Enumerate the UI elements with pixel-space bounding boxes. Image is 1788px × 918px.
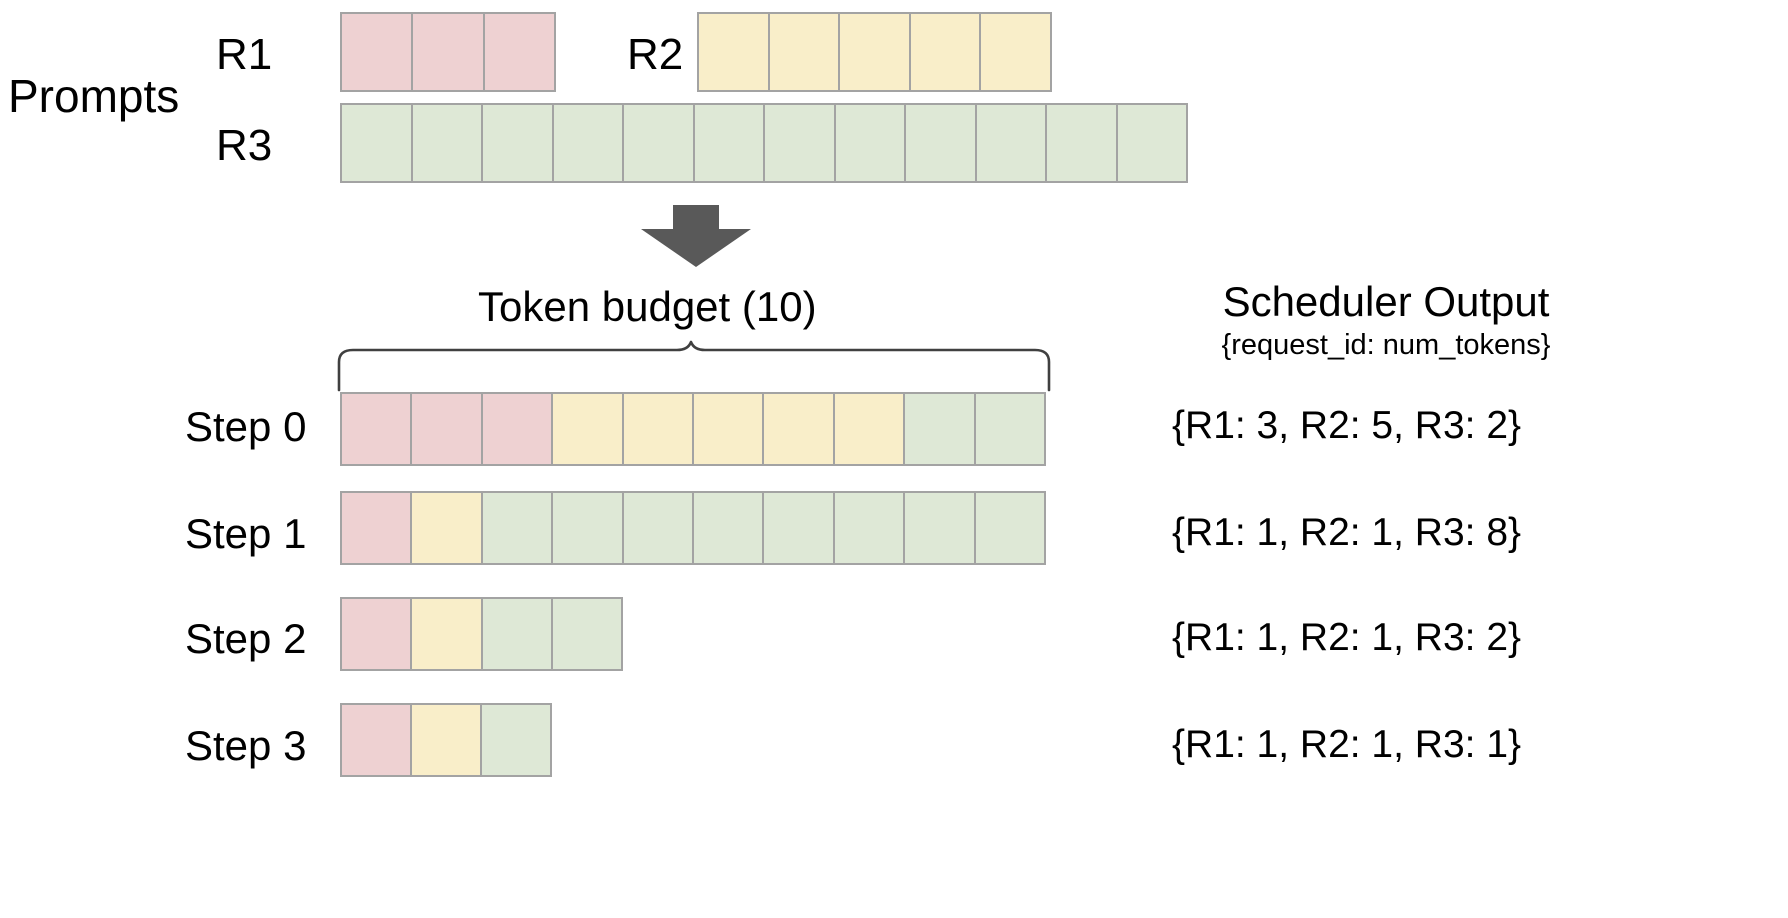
token-cell [621,392,695,466]
scheduler-output-step-3: {R1: 1, R2: 1, R3: 1} [1172,723,1522,766]
token-cell [1115,103,1188,183]
token-cell [480,597,553,671]
token-cell [832,392,906,466]
token-cell [340,392,413,466]
prompt-row-r1 [340,12,556,92]
step-label-3: Step 3 [185,722,307,769]
token-cell [480,491,554,565]
token-cell [410,491,483,565]
prompts-section-label: Prompts [8,70,180,122]
step-label-2: Step 2 [185,615,307,662]
request-label-r2: R2 [627,30,684,79]
token-cell [622,103,695,183]
token-cell [973,491,1047,565]
token-cell [763,103,836,183]
token-cell [551,491,624,565]
token-cell [762,392,835,466]
token-cell [481,103,554,183]
token-cell [411,12,485,92]
scheduler-output-title: Scheduler Output [1222,278,1550,325]
step-label-0: Step 0 [185,403,307,450]
token-cell [340,703,412,777]
scheduler-output-step-1: {R1: 1, R2: 1, R3: 8} [1172,511,1522,554]
prompt-row-r2 [697,12,1052,92]
request-label-r3: R3 [216,121,273,170]
scheduler-output-subtitle: {request_id: num_tokens} [1221,329,1551,361]
step-label-1: Step 1 [185,510,307,557]
step-row-0 [340,392,1047,466]
token-cell [767,12,841,92]
step-row-1 [340,491,1047,565]
token-cell [904,103,977,183]
step-row-2 [340,597,623,671]
token-cell [340,597,413,671]
token-cell [903,491,976,565]
token-cell [340,103,413,183]
down-arrow-icon [637,205,755,267]
token-cell [482,12,556,92]
curly-brace-icon [336,340,1052,392]
token-budget-label: Token budget (10) [478,283,817,330]
token-cell [973,392,1047,466]
request-label-r1: R1 [216,30,273,79]
token-cell [832,491,906,565]
scheduler-output-step-0: {R1: 3, R2: 5, R3: 2} [1172,404,1522,447]
token-cell [1045,103,1118,183]
token-cell [833,103,906,183]
token-cell [838,12,911,92]
token-cell [692,103,765,183]
token-cell [480,392,554,466]
token-cell [762,491,835,565]
token-cell [340,491,413,565]
token-cell [692,491,765,565]
token-cell [692,392,765,466]
step-row-3 [340,703,552,777]
token-cell [410,703,482,777]
token-cell [551,103,624,183]
scheduler-output-step-2: {R1: 1, R2: 1, R3: 2} [1172,616,1522,659]
token-cell [697,12,770,92]
token-cell [551,392,624,466]
token-cell [550,597,623,671]
token-cell [621,491,695,565]
token-cell [410,597,483,671]
token-cell [480,703,552,777]
token-cell [340,12,414,92]
token-cell [410,392,483,466]
token-cell [908,12,982,92]
token-cell [979,12,1052,92]
token-cell [974,103,1047,183]
prompt-row-r3 [340,103,1188,183]
token-cell [410,103,483,183]
token-cell [903,392,976,466]
